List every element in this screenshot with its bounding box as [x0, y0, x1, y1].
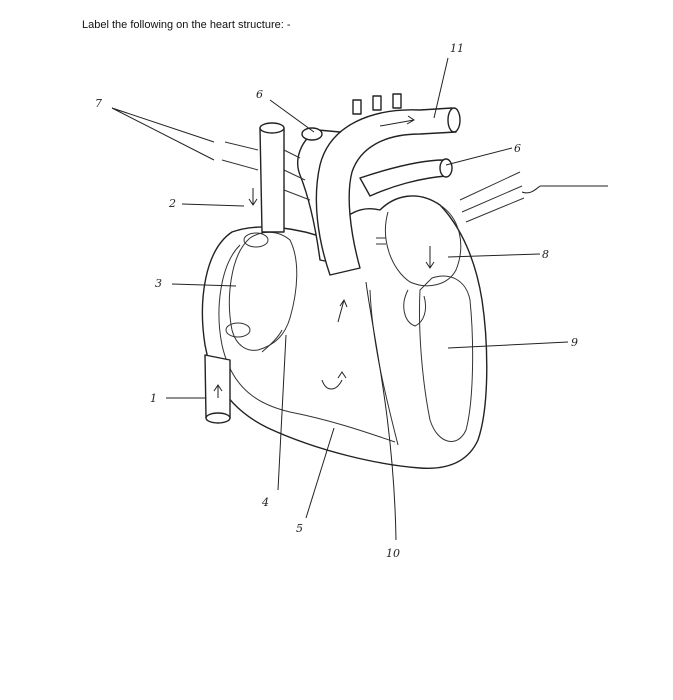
- flow-arrow-ivc: [213, 384, 223, 398]
- label-9: 9: [571, 336, 578, 349]
- leader-9: [447, 341, 569, 349]
- label-4: 4: [261, 496, 269, 509]
- leader-6b: [445, 147, 513, 166]
- aorta-branch-2: [372, 95, 382, 111]
- flow-arrow-aorta: [379, 115, 415, 127]
- label-7: 7: [95, 97, 102, 110]
- pulmonary-branch: [301, 127, 323, 141]
- leader-6a: [269, 99, 315, 133]
- leader-7: [111, 107, 215, 161]
- flow-arrow-rv: [321, 371, 347, 390]
- pulmonary-artery-branch: [359, 159, 447, 197]
- aorta-branch-3: [392, 93, 402, 109]
- label-2: 2: [168, 197, 176, 210]
- leader-11: [433, 57, 449, 119]
- flow-arrow-la: [425, 246, 435, 269]
- pulmonary-veins: [459, 171, 525, 223]
- pulmonary-vein-small: [376, 237, 386, 245]
- aorta-branch-1: [352, 99, 362, 115]
- flow-arrow-svc: [248, 188, 258, 206]
- valve-left: [403, 289, 427, 327]
- aorta-end: [447, 107, 461, 133]
- inner-wall: [218, 244, 396, 443]
- pulmonary-artery-end: [439, 158, 453, 178]
- ivc-bottom: [205, 412, 231, 424]
- flow-arrow-pa: [337, 298, 348, 323]
- svc-opening: [243, 232, 269, 248]
- label-6a: 6: [256, 88, 263, 101]
- leader-2: [181, 203, 245, 207]
- right-pulmonary-vessels: [221, 141, 311, 201]
- label-6b: 6: [514, 142, 521, 155]
- label-8: 8: [542, 248, 549, 261]
- svc-top: [259, 122, 285, 134]
- superior-vena-cava: [259, 127, 285, 233]
- label-3: 3: [155, 277, 162, 290]
- valve-right: [261, 329, 283, 353]
- leader-8: [447, 253, 541, 258]
- label-5: 5: [296, 522, 303, 535]
- label-11: 11: [450, 42, 464, 55]
- left-atrium: [384, 204, 462, 287]
- leader-right-vessels: [521, 185, 608, 194]
- right-atrium: [228, 231, 298, 351]
- left-ventricle: [418, 275, 474, 442]
- label-10: 10: [386, 547, 400, 560]
- leader-4: [277, 334, 287, 491]
- ivc-opening: [225, 322, 251, 338]
- leader-5: [305, 427, 335, 519]
- instruction-text: Label the following on the heart structu…: [82, 19, 291, 31]
- label-1: 1: [150, 392, 157, 405]
- leader-10: [365, 281, 397, 541]
- leader-3: [171, 283, 237, 287]
